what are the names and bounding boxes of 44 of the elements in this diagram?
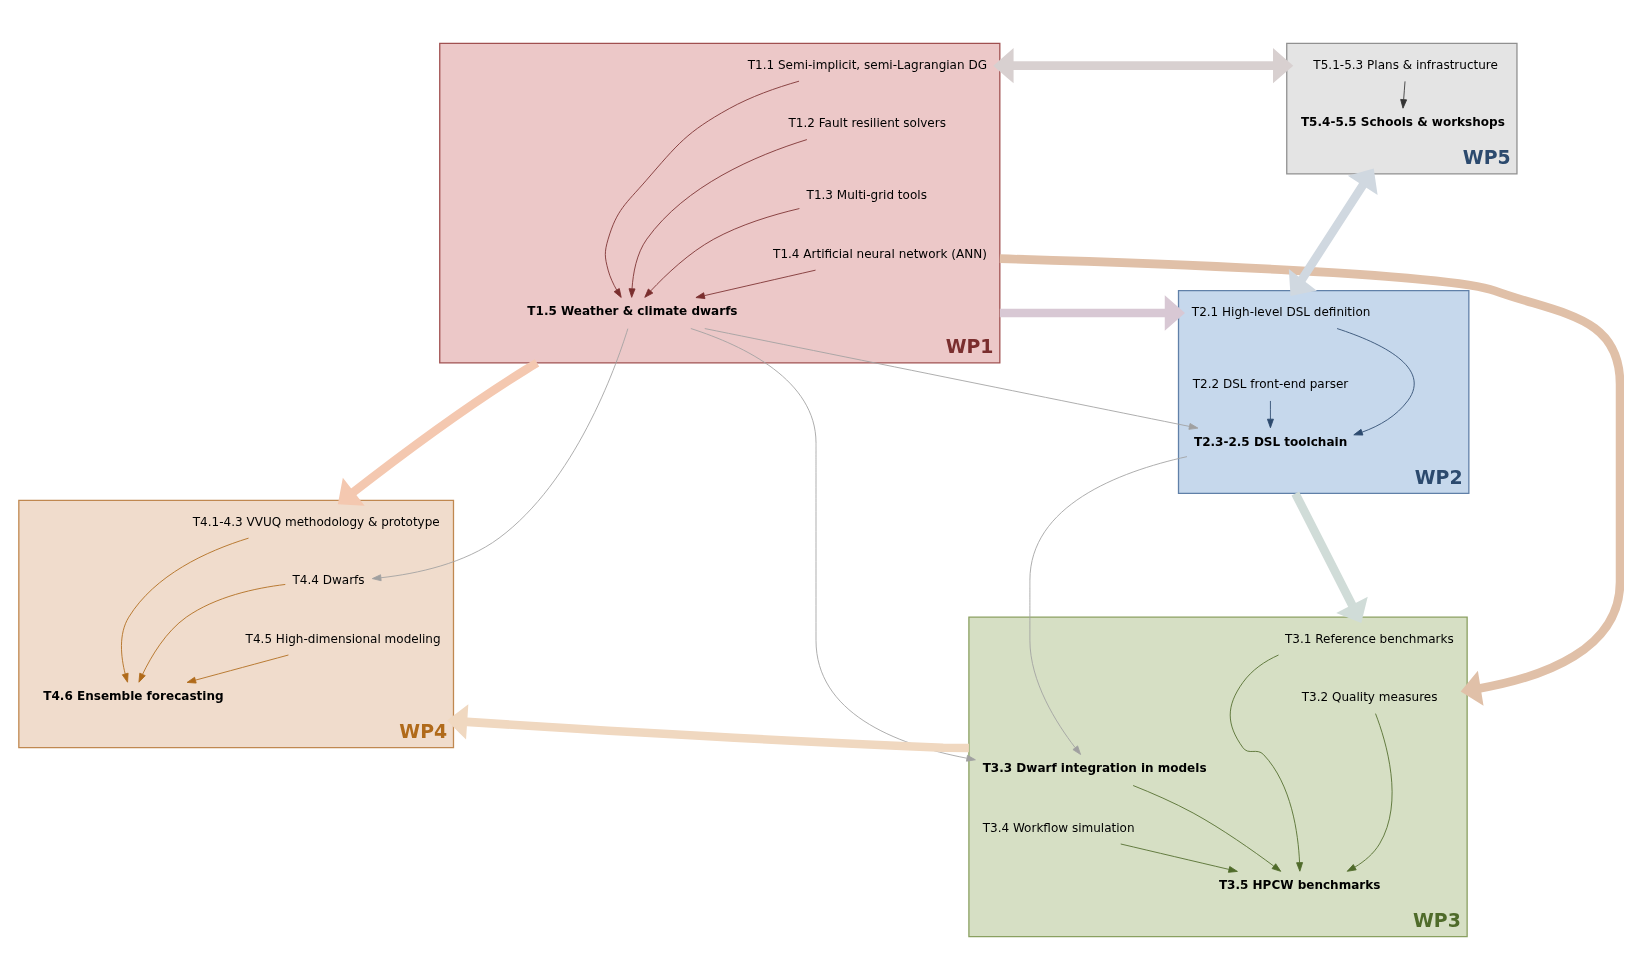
node-text: T1.5 Weather & climate dwarfs: [527, 304, 738, 319]
node-text: T5.4-5.5 Schools & workshops: [1300, 115, 1505, 130]
node-text: T4.6 Ensemble forecasting: [43, 689, 224, 704]
node-text: T3.1 Reference benchmarks: [1285, 631, 1454, 646]
node-text: T2.1 High-level DSL definition: [1191, 305, 1371, 320]
arrow: [628, 139, 808, 298]
node-text: T3.5 HPCW benchmarks: [1218, 878, 1381, 893]
arrow: [121, 537, 249, 683]
arrow: [1291, 491, 1368, 623]
arrow: [695, 269, 816, 299]
node-text: T4.5 High-dimensional modeling: [245, 631, 441, 646]
node-text: T1.4 Artificial neural network (ANN): [773, 246, 987, 261]
arrow: [1029, 456, 1188, 755]
arrow: [644, 208, 800, 298]
arrow: [1267, 400, 1274, 429]
node-text: T4.4 Dwarfs: [292, 573, 365, 588]
arrow: [138, 584, 286, 683]
arrow: [604, 80, 800, 298]
node-text: T5.1-5.3 Plans & infrastructure: [1313, 57, 1498, 72]
arrow: [1120, 843, 1238, 873]
node-text: T3.2 Quality measures: [1301, 690, 1438, 705]
arrow: [337, 359, 540, 506]
node-text: T4.1-4.3 VVUQ methodology & prototype: [192, 514, 440, 529]
node-text: T3.3 Dwarf integration in models: [982, 761, 1207, 776]
arrow: [1336, 328, 1415, 436]
node-text: T2.3-2.5 DSL toolchain: [1193, 434, 1348, 449]
arrow: [371, 328, 629, 582]
arrow: [1229, 654, 1303, 872]
arrow: [690, 328, 976, 762]
node-text: T1.3 Multi-grid tools: [806, 188, 927, 203]
arrow: [999, 254, 1624, 706]
arrow: [999, 295, 1186, 331]
arrow: [704, 328, 1199, 430]
node-text: T1.1 Semi-implicit, semi-Lagrangian DG: [747, 57, 987, 72]
node-text: T2.2 DSL front-end parser: [1192, 377, 1349, 392]
arrow: [993, 47, 1294, 84]
arrow: [1346, 713, 1393, 872]
arrow: [447, 704, 969, 753]
arrow: [186, 654, 289, 684]
arrow: [1288, 168, 1378, 296]
arrow: [1132, 785, 1282, 872]
node-text: T3.4 Workflow simulation: [982, 820, 1135, 835]
arrow: [1400, 80, 1408, 109]
node-text: T1.2 Fault resilient solvers: [788, 116, 946, 131]
